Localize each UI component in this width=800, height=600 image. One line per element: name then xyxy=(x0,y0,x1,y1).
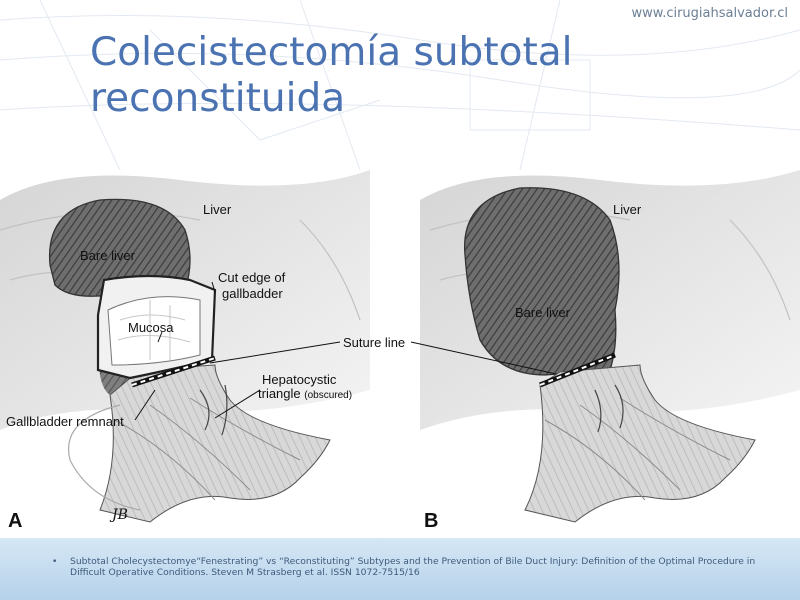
panel-b-letter: B xyxy=(424,510,439,532)
panel-a-bare-liver-label: Bare liver xyxy=(80,248,135,263)
hepatocystic-triangle-text: triangle xyxy=(258,386,301,401)
hepatocystic-label-line1: Hepatocystic xyxy=(262,372,337,387)
mucosa-label: Mucosa xyxy=(128,320,174,335)
reference-footer: Subtotal Cholecystectomye“Fenestrating” … xyxy=(0,538,800,600)
panel-b-bare-liver-area xyxy=(463,187,620,376)
reference-citation: Subtotal Cholecystectomye“Fenestrating” … xyxy=(52,556,760,578)
artist-signature: JB xyxy=(112,507,128,523)
panel-a-drawing xyxy=(0,170,370,523)
panel-a-bare-liver-area xyxy=(48,198,191,297)
panel-a-letter: A xyxy=(8,510,23,532)
reference-list: Subtotal Cholecystectomye“Fenestrating” … xyxy=(0,538,800,578)
surgical-illustration: Liver Bare liver Cut edge of gallbadder … xyxy=(0,160,800,538)
panel-b-remnant xyxy=(524,364,756,523)
illustration-drawing xyxy=(0,170,800,523)
cut-edge-label-line1: Cut edge of xyxy=(218,270,286,285)
panel-b-liver-label: Liver xyxy=(613,202,642,217)
panel-a-mucosa xyxy=(107,296,201,366)
leader-lines xyxy=(134,281,557,421)
panel-a-remnant xyxy=(99,364,331,523)
cut-edge-label-line2: gallbadder xyxy=(222,286,283,301)
obscured-note: (obscured) xyxy=(304,390,353,401)
slide-title: Colecistectomía subtotal reconstituida xyxy=(90,30,573,121)
panel-b-drawing xyxy=(420,170,800,523)
panel-a-liver-label: Liver xyxy=(203,202,232,217)
suture-line-label: Suture line xyxy=(343,335,406,350)
site-url: www.cirugiahsalvador.cl xyxy=(631,6,788,21)
background-sketch xyxy=(0,0,800,170)
hepatocystic-label-line2: triangle (obscured) xyxy=(258,386,352,403)
gallbladder-remnant-label: Gallbladder remnant xyxy=(6,414,124,429)
panel-b-bare-liver-label: Bare liver xyxy=(515,305,570,320)
